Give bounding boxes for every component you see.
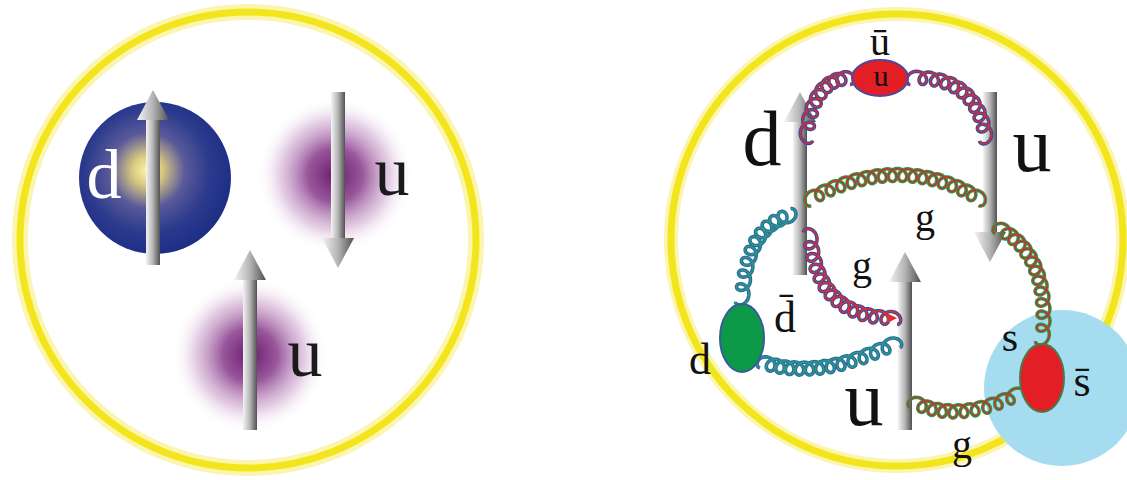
proton-ring-halo bbox=[671, 14, 1123, 466]
sea-quark-oval bbox=[1020, 344, 1064, 412]
spin-head bbox=[234, 250, 266, 280]
quark-label: u bbox=[1013, 106, 1052, 184]
gluon-label: g bbox=[915, 198, 935, 238]
quark-letter: u bbox=[375, 137, 410, 207]
quark-sphere bbox=[172, 277, 328, 433]
gluon bbox=[804, 229, 901, 325]
quark-ball: d bbox=[79, 102, 231, 254]
spin-shaft bbox=[331, 92, 345, 240]
gluon-outline bbox=[805, 169, 986, 207]
gluon bbox=[907, 71, 992, 144]
gluon bbox=[805, 169, 986, 207]
quark-letter: ū bbox=[870, 22, 890, 62]
quark-letter: u bbox=[288, 318, 323, 388]
gluon-label: g bbox=[852, 246, 872, 286]
spin-arrows bbox=[784, 92, 1006, 430]
proton-ring bbox=[20, 12, 476, 468]
quark-letter: d̄ bbox=[774, 296, 796, 340]
quark-letter: d bbox=[87, 140, 122, 210]
gluon bbox=[908, 388, 1027, 418]
strange-cloud bbox=[984, 310, 1127, 466]
spin-head bbox=[322, 238, 354, 268]
gluon-label: g bbox=[952, 425, 972, 465]
spin-shaft bbox=[243, 278, 257, 430]
quark-ball: u bbox=[172, 277, 328, 433]
spin-shaft bbox=[146, 118, 160, 265]
gluon-outline bbox=[804, 229, 901, 325]
sea-quark-pair: s s̄ bbox=[995, 310, 1095, 420]
proton-ring-halo bbox=[20, 12, 476, 468]
gluon-outline bbox=[993, 223, 1050, 345]
sea-quark-pair: ūu bbox=[848, 20, 912, 100]
quark-letter: d bbox=[689, 338, 711, 382]
sea-quark-oval bbox=[852, 60, 908, 96]
proton-ring bbox=[671, 14, 1123, 466]
quark-letter: s̄ bbox=[1073, 360, 1090, 404]
gluon-outline bbox=[800, 72, 854, 144]
gluon bbox=[736, 209, 796, 305]
gluon-outline bbox=[736, 209, 796, 305]
quark-label: u bbox=[845, 360, 884, 438]
spin-arrow bbox=[322, 92, 354, 268]
spin-arrow bbox=[234, 250, 266, 430]
gluon-head bbox=[887, 313, 897, 323]
spin-head bbox=[889, 252, 921, 282]
quark-ball: u bbox=[257, 97, 413, 253]
spin-arrow bbox=[137, 90, 169, 265]
gluon-lines bbox=[736, 71, 1050, 418]
sea-quark-oval bbox=[720, 304, 764, 372]
gluon bbox=[993, 223, 1050, 345]
quark-label: d bbox=[743, 100, 782, 178]
gluon bbox=[800, 72, 854, 144]
gluon-outline bbox=[907, 71, 992, 144]
sea-quark-pair: d d̄ bbox=[680, 290, 805, 385]
quark-letter: s bbox=[1002, 316, 1018, 358]
quark-letter: u bbox=[874, 61, 889, 91]
spin-head bbox=[137, 90, 169, 120]
gluon-outline bbox=[908, 388, 1027, 418]
